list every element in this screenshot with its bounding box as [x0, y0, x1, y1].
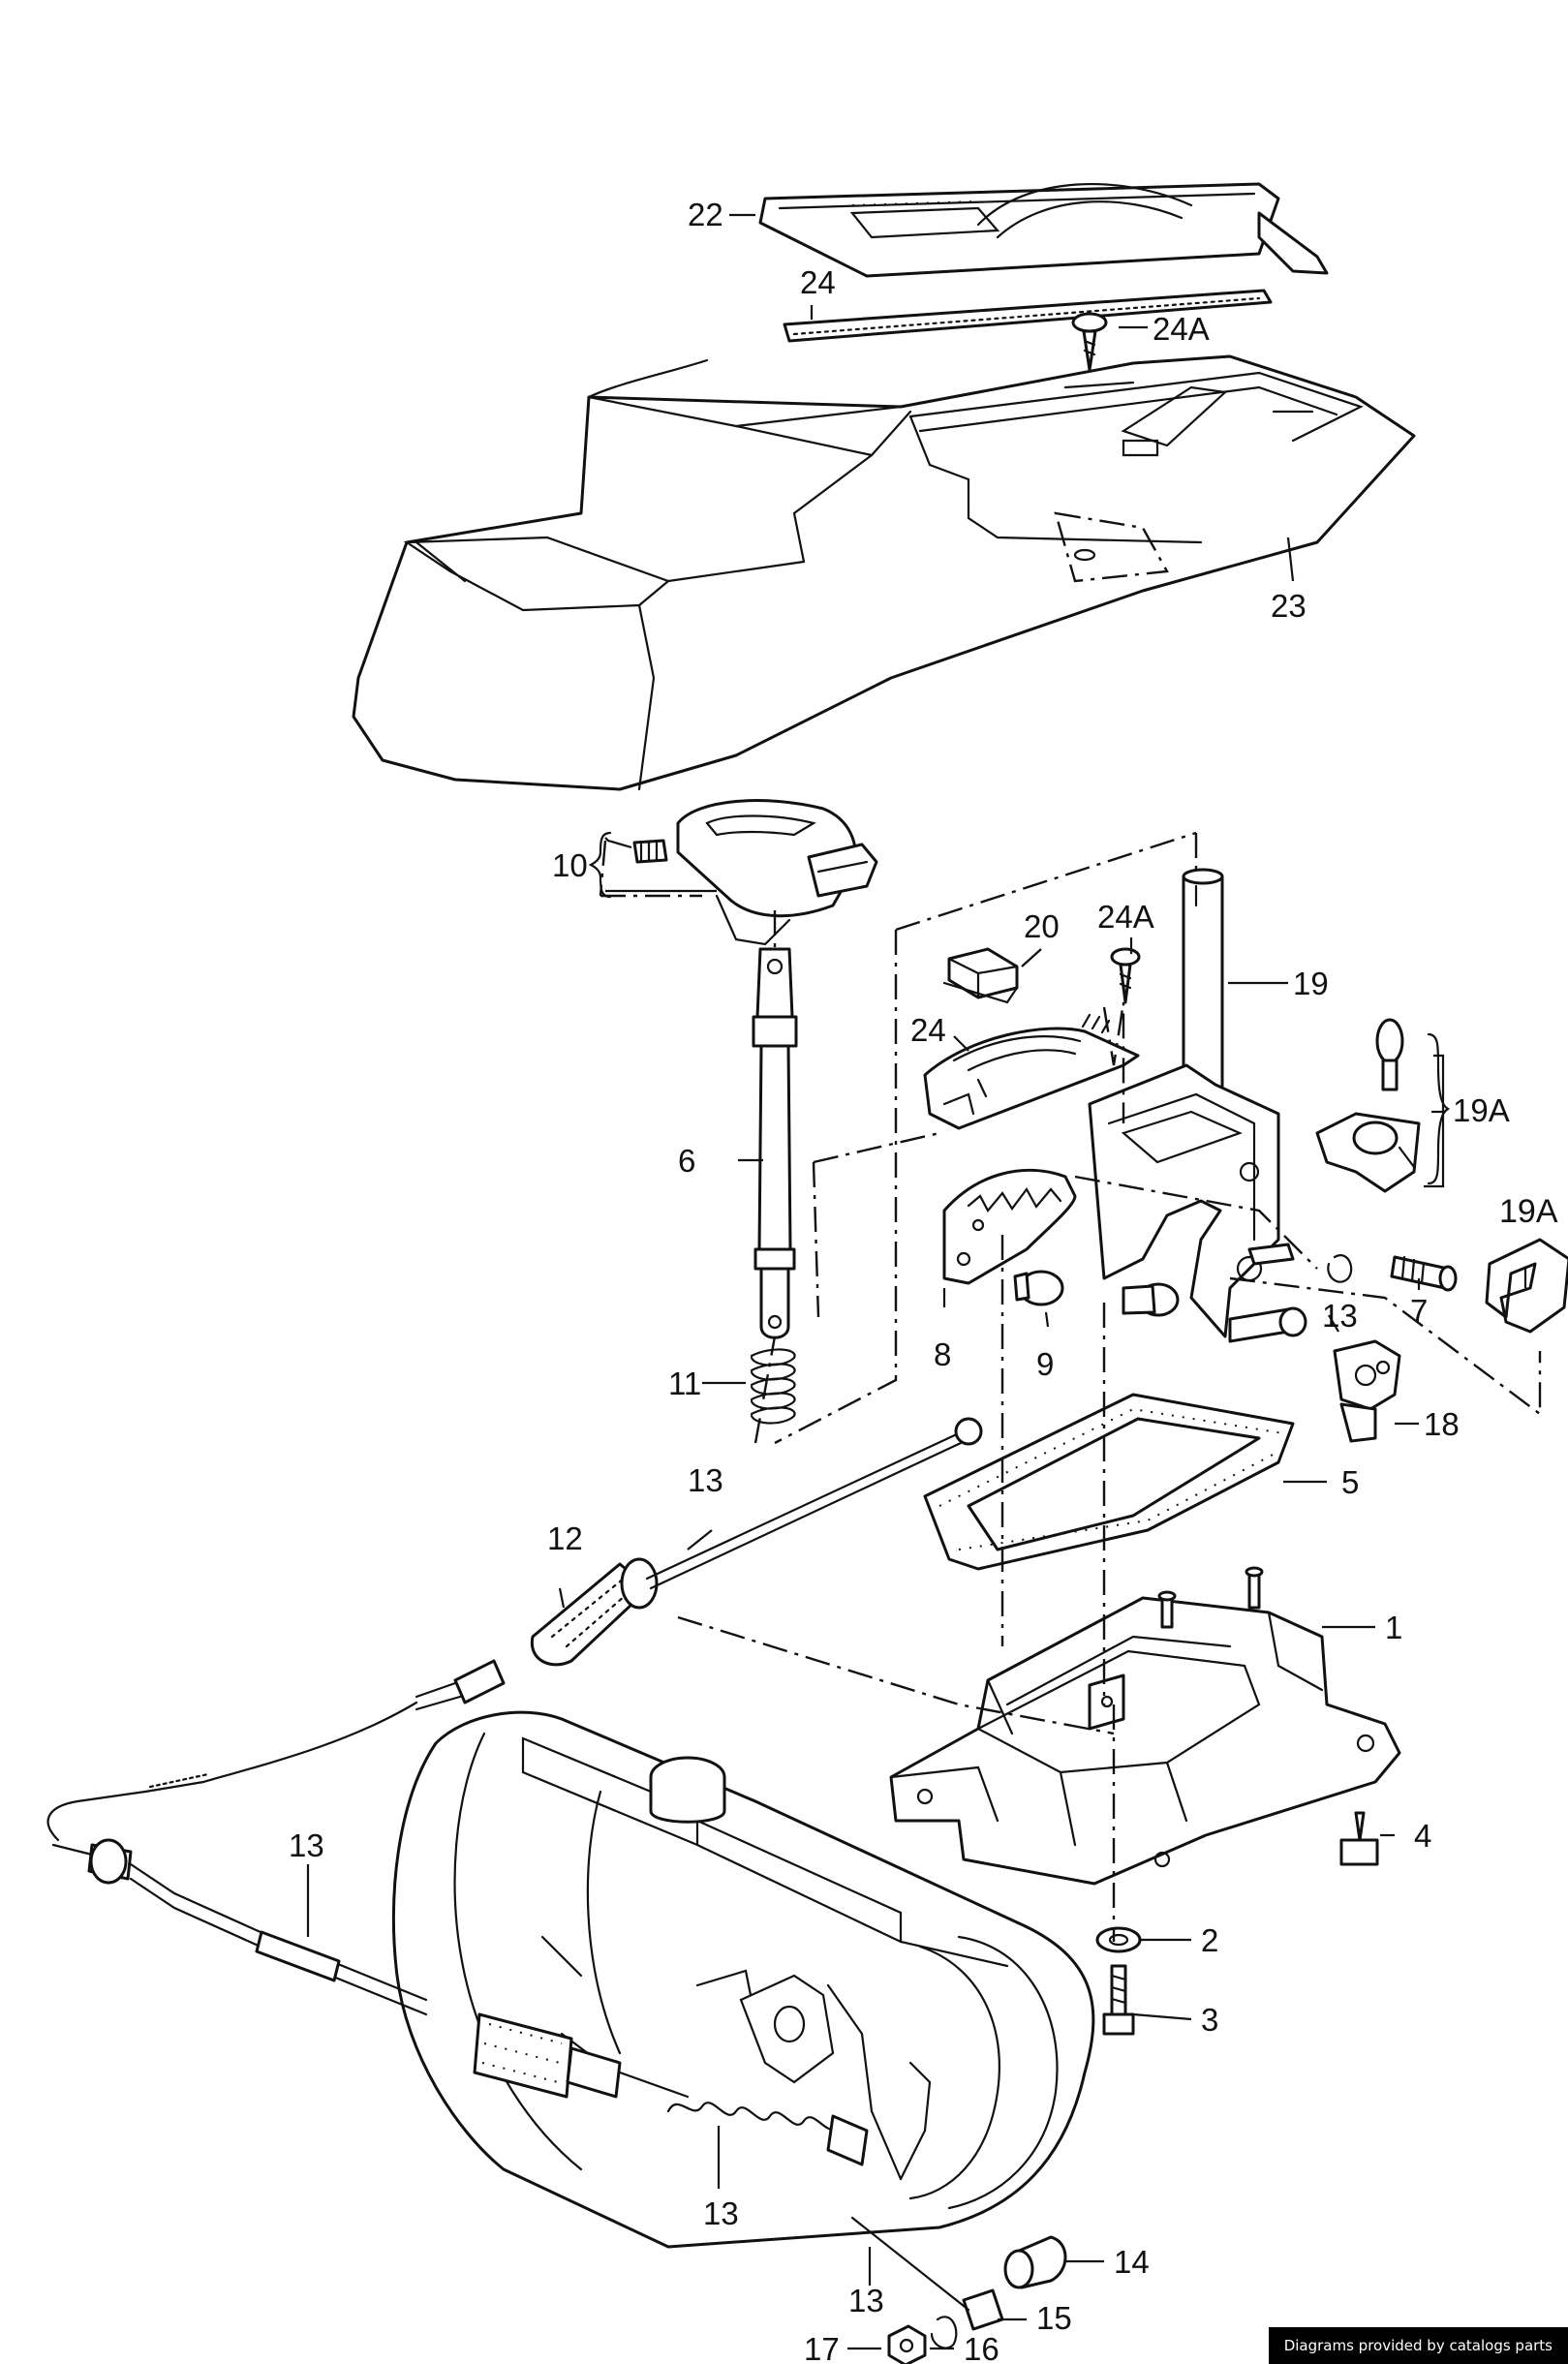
- part-27-strip: [783, 289, 1273, 343]
- part-19A-clip: [1485, 1238, 1568, 1334]
- label-23: 20: [1024, 908, 1060, 944]
- brace-22: [1427, 1032, 1451, 1185]
- label-5: 5: [1341, 1464, 1359, 1500]
- part-12-cable-boot: [530, 1557, 659, 1667]
- part-5-gasket: [923, 1393, 1295, 1571]
- part-24-gate-plate: [923, 1013, 1140, 1130]
- label-13b: 13: [289, 1827, 324, 1863]
- label-22: 19A: [1453, 1092, 1510, 1128]
- label-9: 9: [1036, 1346, 1054, 1382]
- label-1: 1: [1385, 1610, 1402, 1645]
- label-28: 24A: [1153, 311, 1210, 347]
- label-24: 24: [910, 1012, 946, 1048]
- label-20: 18: [1424, 1406, 1460, 1442]
- part-labels: 22 24 24A 23 10 20 24A 24 24 19 24 6 19A…: [547, 197, 1510, 2364]
- transmission-housing: [391, 1710, 1095, 2249]
- part-6-selector-rod: [752, 947, 798, 1339]
- part-23-switch: [942, 947, 1019, 1004]
- part-16-bushing: [1003, 2235, 1067, 2289]
- part-26-center-console: [352, 354, 1416, 791]
- label-2: 2: [1201, 1922, 1218, 1958]
- part-11-spring: [750, 1348, 796, 1425]
- label-10: 10: [552, 847, 588, 883]
- part-1-housing-base: [889, 1566, 1401, 1886]
- label-21: 19: [1293, 966, 1329, 1001]
- part-13-cable-upper: [46, 1417, 983, 1842]
- part-10-gear-knob: [632, 799, 878, 946]
- label-13-upper: 13: [688, 1462, 723, 1498]
- leader-lines: [306, 213, 1527, 2350]
- part-28-screw: [1071, 312, 1108, 372]
- part-22-lock-pin: [1315, 1018, 1421, 1193]
- assembly-lines: [599, 831, 1542, 1942]
- label-26: 23: [1271, 588, 1307, 624]
- part-15-spring: [666, 2102, 869, 2166]
- label-16: 14: [1114, 2244, 1150, 2280]
- part-13-cable-lower: [51, 1838, 690, 2099]
- part-18-clip: [930, 2316, 958, 2349]
- part-3-bolt: [1102, 1964, 1135, 2036]
- label-11: 11: [668, 1366, 701, 1401]
- part-2-washer: [1095, 1926, 1142, 1953]
- part-17-bushing: [850, 2216, 1004, 2331]
- part-14-circlip: [1228, 1243, 1353, 1343]
- label-17: 15: [1036, 2300, 1072, 2336]
- label-19A: 19A: [1499, 1193, 1558, 1230]
- part-25-indicator-plate: [758, 182, 1329, 278]
- credit-banner: Diagrams provided by catalogs parts: [1268, 2327, 1568, 2364]
- part-19-nut: [887, 2324, 927, 2364]
- label-25: 22: [688, 197, 723, 232]
- label-3: 3: [1201, 2002, 1218, 2038]
- label-27: 24: [800, 264, 836, 300]
- label-19: 17: [804, 2331, 840, 2364]
- label-8: 8: [934, 1336, 951, 1372]
- part-7-pin: [1390, 1255, 1458, 1292]
- label-12: 12: [547, 1520, 583, 1556]
- label-4: 4: [1414, 1818, 1431, 1854]
- label-14: 13: [1322, 1298, 1358, 1334]
- part-24A-screw: [1110, 947, 1141, 1004]
- label-18: 16: [964, 2331, 999, 2364]
- brace-10: [588, 831, 612, 899]
- part-20-bushing: [1333, 1339, 1401, 1443]
- part-9-pin: [1013, 1270, 1064, 1306]
- part-21-lever-housing: [1088, 868, 1280, 1338]
- label-13c: 13: [848, 2283, 884, 2318]
- label-6: 6: [678, 1143, 695, 1179]
- label-15: 13: [703, 2195, 739, 2231]
- part-4-bolt: [1339, 1811, 1379, 1866]
- part-8-detent-plate: [942, 1168, 1077, 1285]
- label-24A: 24A: [1097, 899, 1154, 935]
- label-7: 7: [1410, 1293, 1428, 1329]
